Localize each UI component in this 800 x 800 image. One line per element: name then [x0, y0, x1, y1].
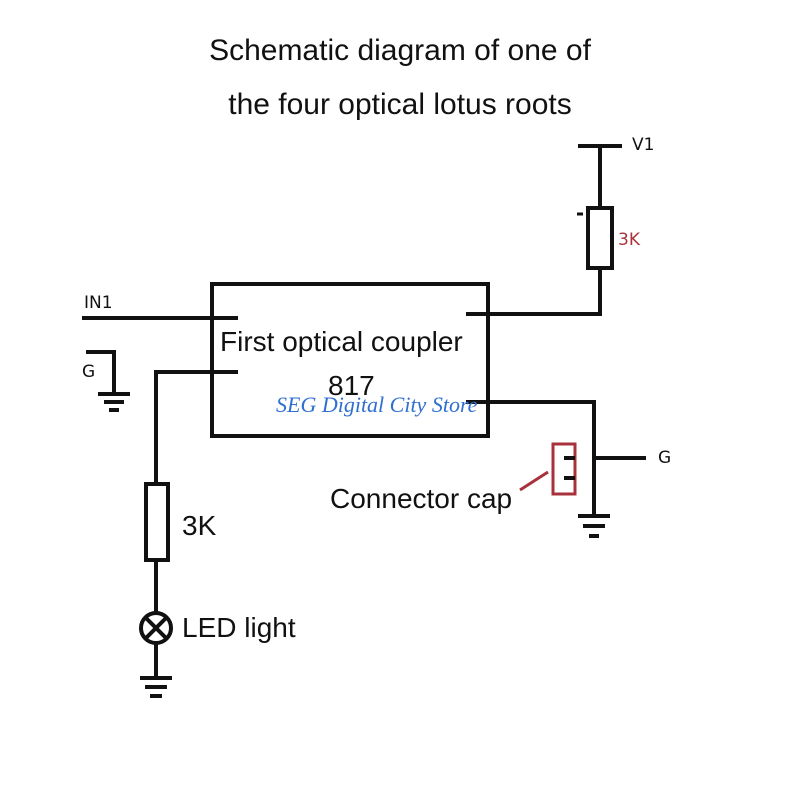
ground-left-label: G — [82, 362, 96, 382]
ground-symbol-left — [98, 392, 130, 412]
resistor-top — [586, 206, 614, 270]
led-lamp-icon — [139, 611, 173, 645]
resistor-bottom-label: 3K — [182, 510, 217, 541]
connector-cap-icon — [519, 442, 577, 496]
in1-label: IN1 — [84, 293, 113, 313]
ground-symbol-led — [140, 676, 172, 698]
title-line-1: Schematic diagram of one of — [209, 34, 591, 67]
connector-cap-label: Connector cap — [330, 483, 513, 514]
ground-left-wire — [86, 350, 116, 396]
coupler-model-label: 817 — [328, 370, 375, 401]
led-label: LED light — [182, 612, 296, 643]
resistor-bottom — [144, 482, 170, 562]
emitter-wire — [466, 400, 596, 514]
watermark-text: SEG Digital City Store — [276, 392, 478, 417]
ground-right-label: G — [658, 448, 672, 468]
ground-symbol-right — [578, 514, 610, 538]
v1-label: V1 — [632, 135, 655, 155]
optocoupler-box — [210, 282, 490, 438]
coupler-name-label: First optical coupler — [220, 326, 463, 357]
title-line-2: the four optical lotus roots — [228, 88, 572, 121]
resistor-top-label: 3K — [618, 230, 640, 250]
collector-wire — [466, 266, 602, 316]
led-chain-wire — [154, 370, 238, 486]
